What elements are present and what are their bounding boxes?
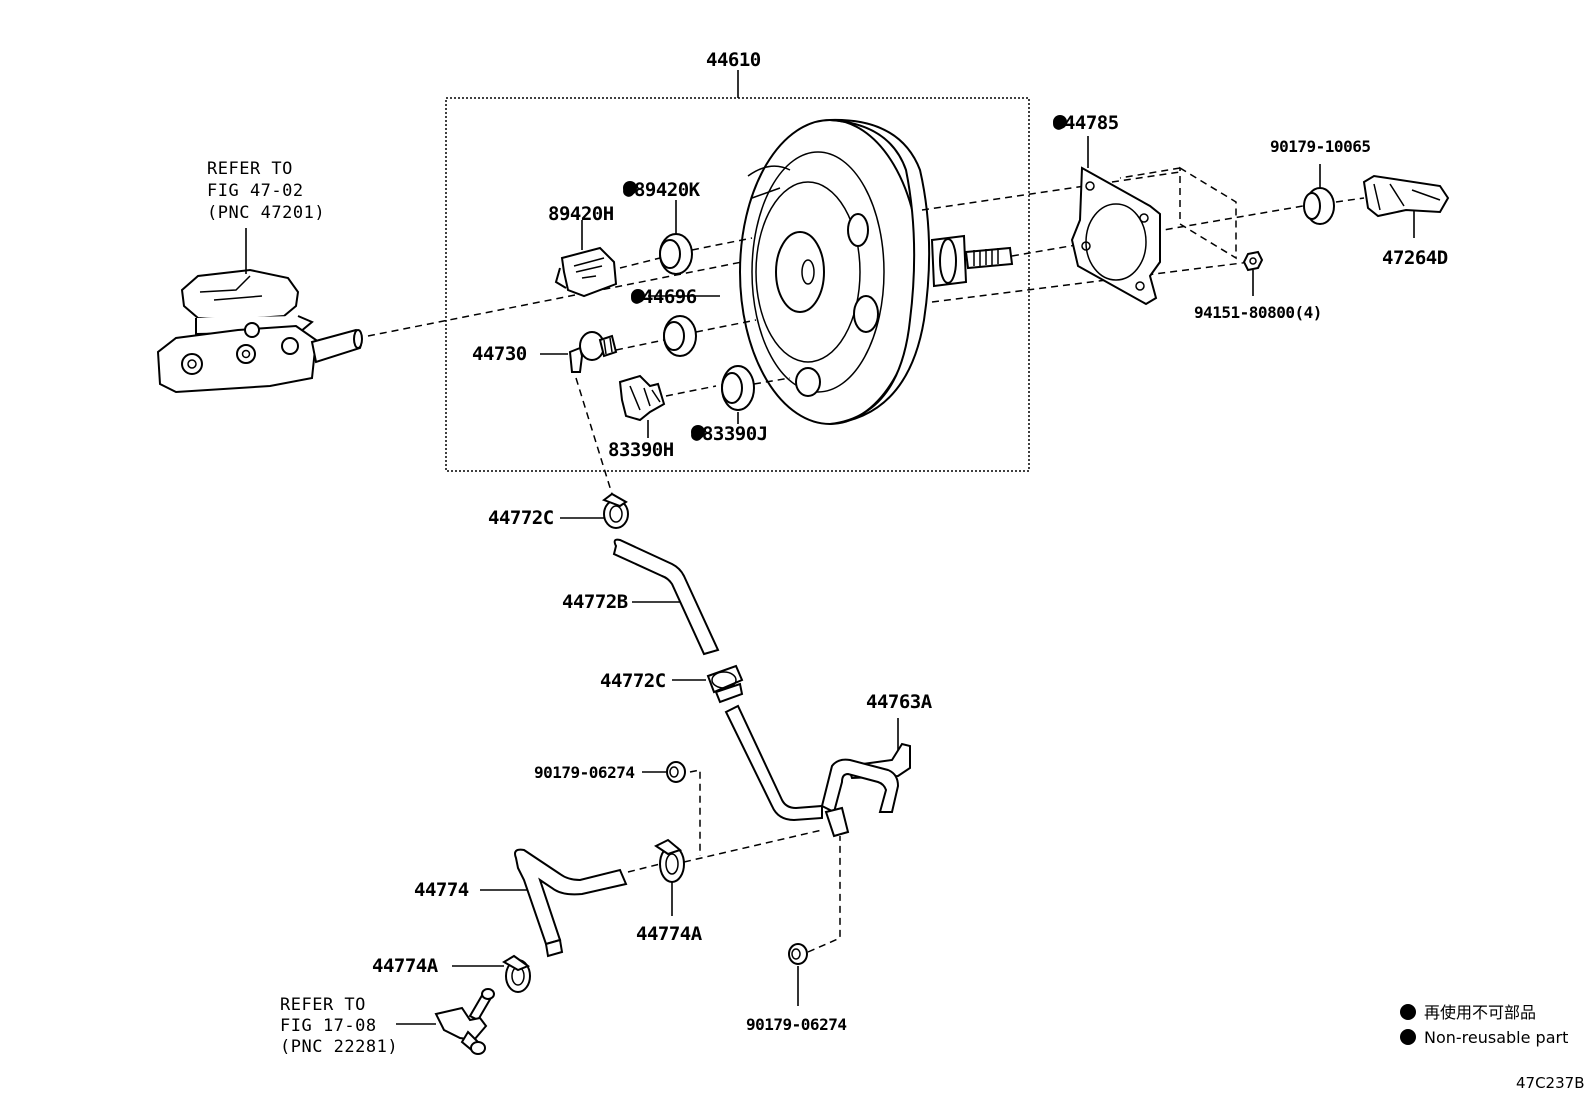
label-44772C-bottom[interactable]: 44772C	[600, 670, 666, 692]
nut-90179-06274-bottom-drawing[interactable]	[788, 943, 808, 965]
non-reusable-dot-89420K	[623, 181, 637, 195]
label-44772C-top[interactable]: 44772C	[488, 507, 554, 529]
label-90179-06274-bottom[interactable]: 90179-06274	[746, 1015, 847, 1034]
label-89420K[interactable]: ●89420K	[623, 179, 701, 201]
fuel-fitting-drawing[interactable]	[434, 988, 495, 1055]
label-44774[interactable]: 44774	[414, 879, 469, 901]
refer-master-cylinder-line1: REFER TO	[207, 159, 293, 179]
label-44610[interactable]: 44610	[706, 49, 761, 71]
hose-44772B-drawing[interactable]	[612, 538, 720, 656]
non-reusable-dot-83390J	[691, 425, 705, 439]
refer-master-cylinder-line3: (PNC 47201)	[207, 203, 325, 223]
clamp-44772C-top-drawing[interactable]	[601, 492, 629, 529]
label-94151-80800[interactable]: 94151-80800(4)	[1194, 303, 1322, 322]
sensor-89420H-drawing[interactable]	[554, 246, 618, 298]
assembly-box-44610	[445, 97, 1030, 472]
label-44774A-left[interactable]: 44774A	[372, 955, 439, 977]
legend: 再使用不可部品 Non-reusable part	[1400, 1003, 1568, 1047]
clamp-44774A-right-drawing[interactable]	[654, 838, 685, 883]
clamp-44772C-bottom-drawing[interactable]	[706, 664, 744, 704]
master-cylinder-drawing[interactable]	[156, 268, 363, 394]
grommet-83390J-drawing[interactable]	[721, 365, 755, 411]
refer-master-cylinder-line2[interactable]: FIG 47-02	[207, 181, 304, 201]
refer-fuel-fitting-line2[interactable]: FIG 17-08	[280, 1016, 377, 1036]
grommet-89420K-drawing[interactable]	[659, 233, 693, 275]
legend-english: Non-reusable part	[1424, 1028, 1568, 1047]
label-83390H[interactable]: 83390H	[608, 439, 674, 461]
label-47264D[interactable]: 47264D	[1382, 247, 1448, 269]
check-valve-44730-drawing[interactable]	[568, 331, 618, 373]
label-83390J[interactable]: ●83390J	[691, 423, 768, 445]
clamp-44774A-left-drawing[interactable]	[502, 954, 531, 993]
label-44772B[interactable]: 44772B	[562, 591, 628, 613]
label-44763A[interactable]: 44763A	[866, 691, 933, 713]
label-90179-10065[interactable]: 90179-10065	[1270, 137, 1371, 156]
bushing-90179-10065-drawing[interactable]	[1303, 187, 1335, 225]
label-90179-06274-top[interactable]: 90179-06274	[534, 763, 635, 782]
bracket-pipe-44763A-drawing[interactable]	[820, 742, 911, 838]
non-reusable-dot-44696	[631, 289, 645, 303]
grommet-44696-drawing[interactable]	[663, 315, 697, 357]
label-44730[interactable]: 44730	[472, 343, 527, 365]
clevis-47264D-drawing[interactable]	[1362, 174, 1450, 218]
nut-90179-06274-top-drawing[interactable]	[666, 761, 686, 783]
figure-code: 47C237B	[1516, 1074, 1584, 1092]
nut-94151-drawing[interactable]	[1242, 250, 1264, 272]
legend-japanese: 再使用不可部品	[1424, 1003, 1536, 1022]
vacuum-pipe-drawing[interactable]	[724, 704, 823, 822]
label-44785[interactable]: ●44785	[1053, 112, 1119, 134]
refer-fuel-fitting-line1: REFER TO	[280, 995, 366, 1015]
label-44774A-right[interactable]: 44774A	[636, 923, 703, 945]
brake-booster-drawing[interactable]	[739, 118, 1014, 425]
non-reusable-dot-44785	[1053, 115, 1067, 129]
label-44696[interactable]: ●44696	[631, 286, 697, 308]
refer-fuel-fitting-line3: (PNC 22281)	[280, 1037, 398, 1057]
legend-dot-japanese	[1400, 1004, 1416, 1020]
hose-44774-drawing[interactable]	[514, 848, 628, 958]
label-89420H[interactable]: 89420H	[548, 203, 614, 225]
gasket-drawing[interactable]	[1070, 166, 1161, 306]
legend-dot-english	[1400, 1029, 1416, 1045]
connector-83390H-drawing[interactable]	[618, 374, 666, 422]
